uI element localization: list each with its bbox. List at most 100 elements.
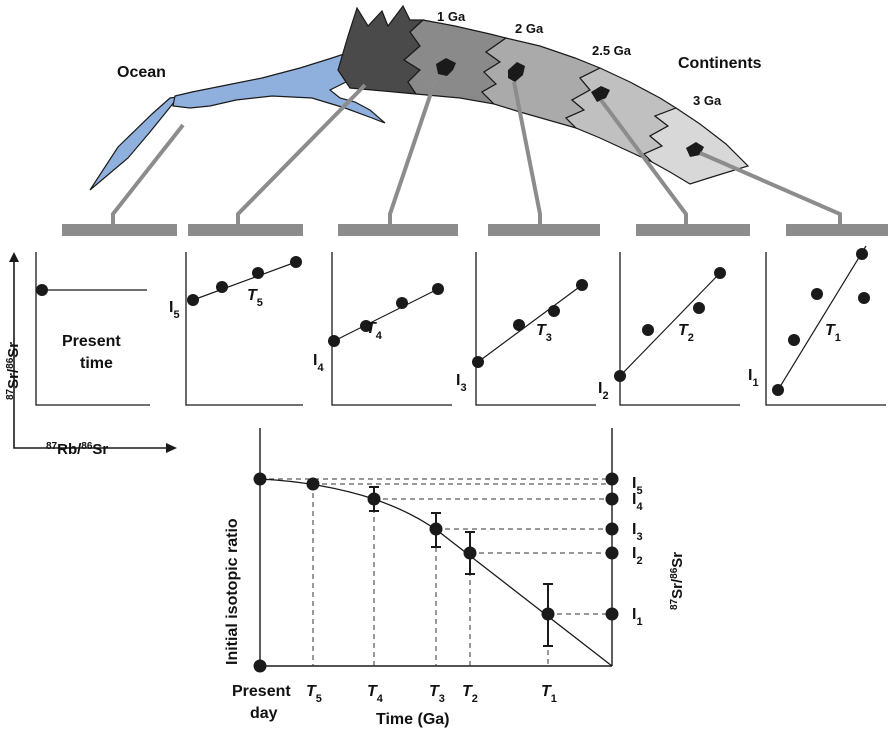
subscript-text: 3: [636, 531, 642, 543]
evolution-right-axis-label: 87Sr/86Sr: [669, 552, 687, 610]
crust-cross-section: Ocean Continents 1 Ga 2 Ga 2.5 Ga 3 Ga: [89, 4, 762, 191]
arrow-right-icon: [166, 443, 177, 453]
rock-sample-icon: [436, 58, 456, 76]
data-point: [642, 324, 654, 336]
label-text: Sr: [92, 441, 108, 458]
label-text: I: [632, 606, 636, 623]
isochron-panel-t3: I3 T3: [456, 252, 596, 406]
present-time-line1: Present: [62, 333, 121, 350]
label-text: Sr: [5, 342, 22, 358]
evolution-y-axis-label: Initial isotopic ratio: [224, 518, 241, 665]
panel-axes: [185, 252, 303, 406]
isochron-panel-t5: I5 T5: [169, 252, 303, 406]
isochron-x-axis-label: 87Rb/86Sr: [46, 441, 108, 459]
isochron-line: [777, 245, 867, 391]
data-point: [472, 356, 484, 368]
data-point: [36, 284, 48, 296]
subscript-text: 3: [439, 693, 445, 705]
age-label: T4: [366, 320, 383, 342]
arrow-up-icon: [9, 252, 19, 262]
label-text: I: [632, 475, 636, 492]
data-point: [788, 334, 800, 346]
subscript-text: 2: [688, 332, 694, 344]
sample-connectors: [111, 77, 842, 226]
t-tick-label: T3: [429, 683, 445, 705]
platform-bar: [338, 224, 458, 236]
label-text: I: [632, 521, 636, 538]
label-text: Sr/: [5, 368, 22, 389]
age-label-2ga: 2 Ga: [515, 21, 544, 36]
data-point: [605, 607, 619, 621]
subscript-text: 1: [752, 377, 758, 389]
subscript-text: 4: [376, 330, 383, 342]
initial-ratio-label: I1: [748, 367, 759, 389]
error-bars: [369, 486, 553, 647]
connector-line: [388, 77, 438, 226]
age-label: T3: [536, 322, 552, 344]
label-text: I: [169, 299, 173, 316]
panel-axes: [475, 252, 596, 406]
t-tick-label: T2: [462, 683, 478, 705]
rock-sample-icon: [686, 142, 704, 157]
t-tick-label: T5: [306, 683, 322, 705]
age-label-2-5ga: 2.5 Ga: [592, 43, 632, 58]
data-point: [432, 283, 444, 295]
data-point: [605, 472, 619, 486]
i-tick-label: I1: [632, 606, 643, 628]
age-label: T2: [678, 322, 694, 344]
isochron-panel-t2: I 2 T2: [598, 252, 740, 406]
data-point: [548, 305, 560, 317]
subscript-text: 3: [460, 382, 466, 394]
subscript-text: 1: [835, 332, 841, 344]
initial-ratio-label: I4: [313, 352, 324, 374]
connector-line: [512, 81, 542, 226]
i-tick-label: I3: [632, 521, 643, 543]
label-text: T: [536, 322, 547, 339]
isochron-line: [619, 272, 721, 377]
subscript-text: 5: [316, 693, 322, 705]
connector-line: [599, 98, 688, 226]
i-tick-label: I2: [632, 545, 643, 567]
subscript-text: 4: [377, 693, 384, 705]
isochron-panel-t4: I4 T4: [313, 252, 452, 406]
present-day-line1: Present: [232, 683, 291, 700]
connector-line: [699, 151, 842, 226]
age-label: T1: [825, 322, 841, 344]
subscript-text: 4: [636, 501, 643, 513]
label-text: T: [541, 683, 552, 700]
isochron-line: [192, 261, 297, 301]
data-point: [856, 248, 868, 260]
label-text: I: [598, 380, 602, 397]
sup-text: 87: [46, 441, 58, 452]
data-point: [463, 546, 477, 560]
label-text: I: [632, 545, 636, 562]
data-point: [614, 370, 626, 382]
data-point: [576, 279, 588, 291]
isochron-line: [477, 284, 583, 363]
subscript-text: 2: [636, 555, 642, 567]
isochron-line: [333, 288, 439, 342]
subscript-text: 2: [472, 693, 478, 705]
initial-ratio-label: I5: [169, 299, 180, 321]
connector-line: [111, 123, 185, 226]
label-text: T: [462, 683, 473, 700]
isochron-panel-t1: I1 T1: [748, 245, 886, 406]
ocean-body: [89, 96, 180, 191]
sup-text: 86: [5, 357, 16, 369]
label-text: T: [825, 322, 836, 339]
panel-axes: [619, 252, 740, 406]
panel-axes: [331, 252, 452, 406]
label-text: I: [456, 372, 460, 389]
connector-line: [236, 83, 367, 226]
label-text: Rb/: [57, 441, 82, 458]
t-tick-label: T1: [541, 683, 557, 705]
platform-bar: [488, 224, 600, 236]
label-text: Sr/: [669, 578, 686, 599]
platform-bar: [636, 224, 750, 236]
subscript-text: 5: [173, 309, 179, 321]
data-point: [541, 607, 555, 621]
label-text: I: [313, 352, 317, 369]
label-text: T: [306, 683, 317, 700]
